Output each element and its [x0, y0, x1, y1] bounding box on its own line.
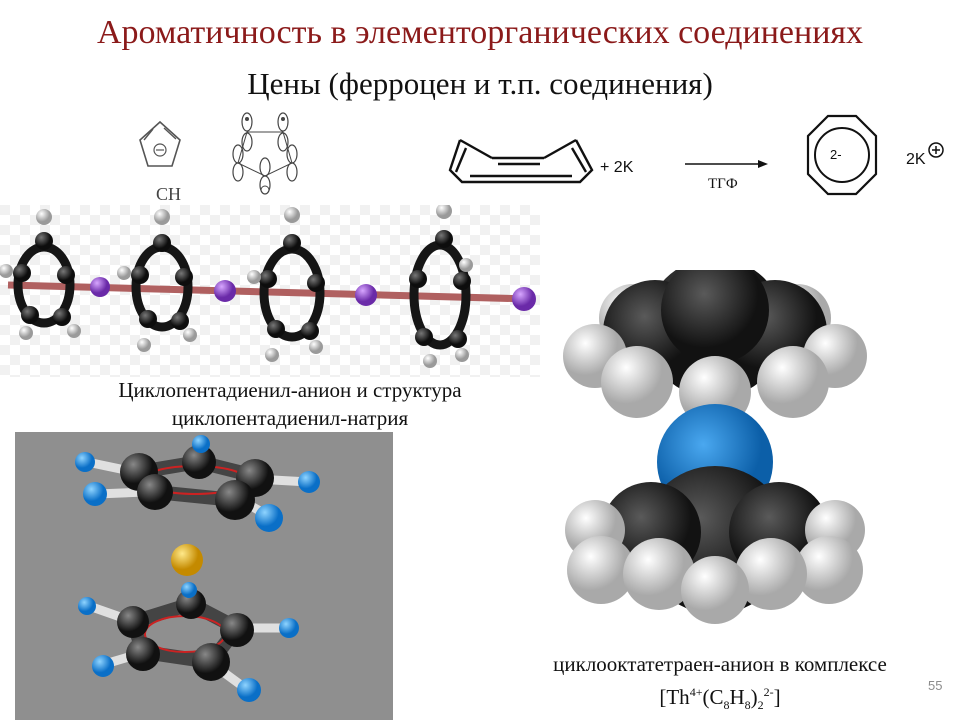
cyclooctatetraene-structure — [448, 138, 594, 184]
negative-charge-icon — [153, 143, 167, 157]
counterion-label: 2K — [906, 151, 926, 168]
reagent-label: + 2K — [600, 159, 634, 176]
c-subscript: 8 — [723, 698, 730, 713]
complex-charge: 2- — [763, 685, 774, 699]
th-cot-complex-model — [563, 270, 867, 624]
p-orbital-diagram — [232, 112, 298, 195]
cot-ring-top — [563, 270, 867, 428]
cp-ch-label: CH — [156, 184, 181, 204]
caption-close: ) — [750, 685, 758, 709]
slide-title: Ароматичность в элементорганических соед… — [96, 14, 864, 51]
solvent-label: ТГФ — [708, 176, 738, 192]
ferrocene-model — [15, 432, 393, 720]
slide-subtitle: Цены (ферроцен и т.п. соединения) — [247, 66, 713, 101]
cp-ring-1 — [0, 209, 81, 340]
cot-ring-bottom — [565, 466, 865, 624]
caption-end: ] — [773, 685, 781, 709]
cp-ring-top — [75, 435, 320, 532]
page-number: 55 — [928, 678, 943, 693]
cot-reaction-scheme: + 2K ТГФ 2- 2K — [448, 114, 944, 196]
cp-ring-4 — [409, 205, 473, 368]
cp-sodium-chain-model — [0, 205, 540, 377]
h-subscript: 8 — [744, 698, 751, 713]
caption-h: H — [729, 685, 745, 709]
iron-atom — [171, 544, 203, 576]
caption-prefix: циклооктатетраен-анион в комплексе [Th — [553, 652, 887, 709]
charge-label: 2- — [830, 147, 842, 162]
sodium-atom — [355, 284, 377, 306]
cot-dianion-ring — [806, 114, 878, 196]
cp-ring-3 — [247, 207, 325, 362]
sodium-atom — [512, 287, 536, 311]
cp-sodium-caption: Циклопентадиенил-анион и структура цикло… — [118, 378, 462, 430]
th-charge: 4+ — [689, 685, 703, 699]
positive-charge-icon — [928, 142, 944, 158]
sodium-atom — [90, 277, 110, 297]
th-cot-caption: циклооктатетраен-анион в комплексе [Th4+… — [530, 650, 910, 719]
cp-ring-2 — [117, 209, 197, 352]
cp-ring-bottom — [78, 582, 299, 702]
caption-c: (C — [702, 685, 724, 709]
sodium-atom — [214, 280, 236, 302]
cp-anion-structure: CH — [139, 112, 298, 204]
n-subscript: 2 — [757, 698, 764, 713]
